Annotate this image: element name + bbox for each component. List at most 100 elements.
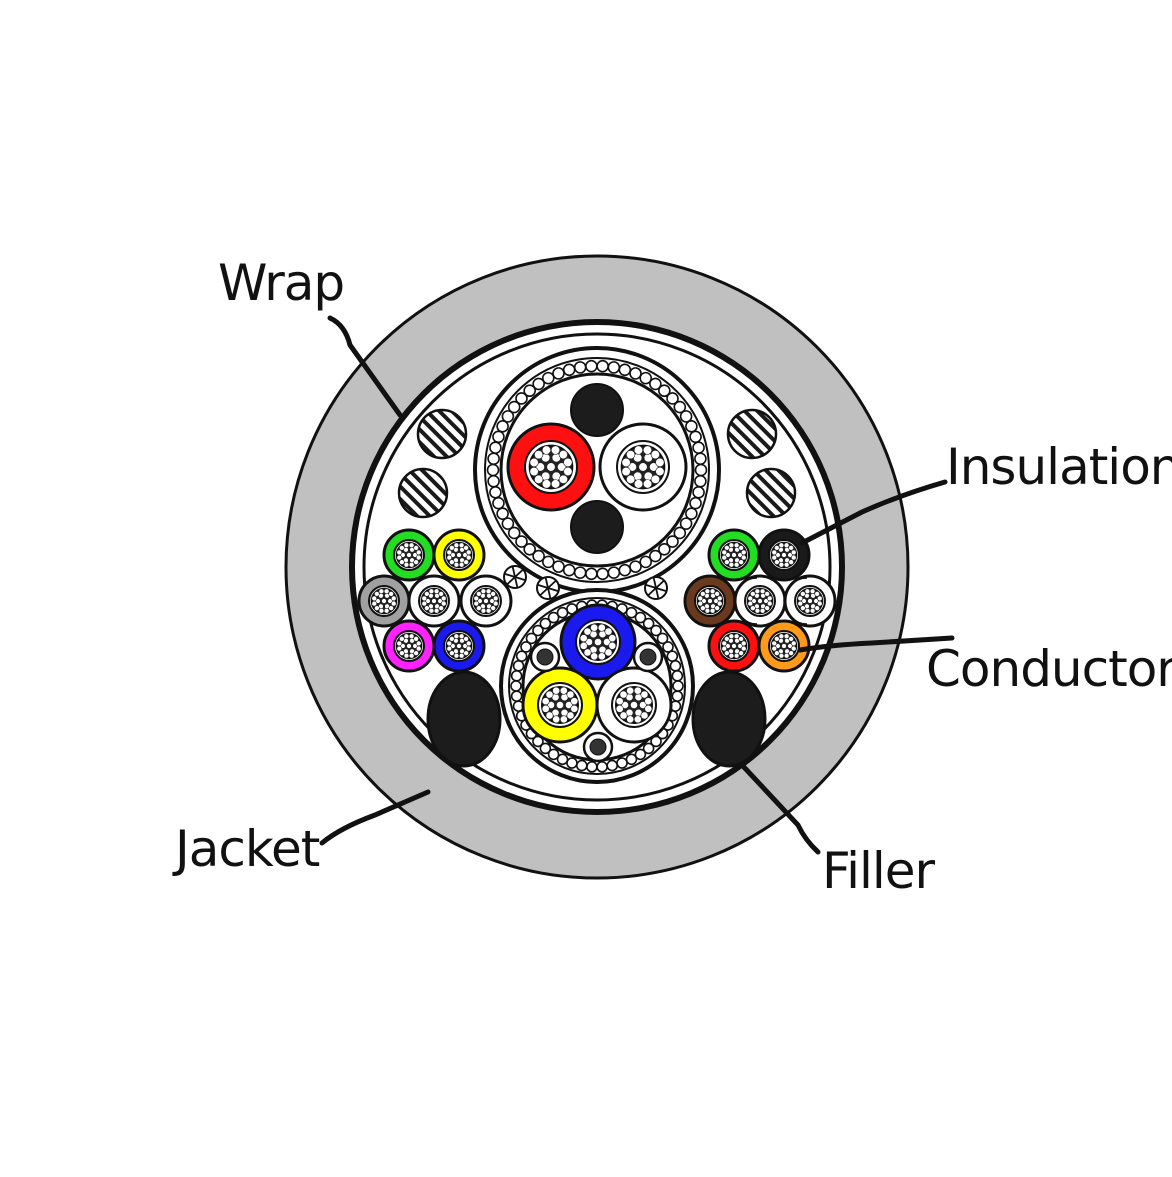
strand	[449, 545, 455, 551]
shield-strand	[596, 359, 609, 373]
lower-shielded-quad	[499, 588, 695, 784]
strand	[800, 605, 806, 611]
cable-body	[284, 254, 910, 880]
strand	[413, 650, 419, 656]
pair-inner	[499, 372, 695, 568]
strand	[413, 559, 419, 565]
strand	[783, 542, 790, 549]
strand	[697, 600, 704, 607]
strand	[490, 605, 496, 611]
wrap-leader	[327, 315, 403, 418]
strand	[766, 595, 773, 602]
upper-shielded-pair	[473, 346, 721, 594]
strand	[626, 686, 635, 695]
strand	[764, 591, 770, 597]
strand	[458, 652, 465, 659]
strand	[604, 648, 613, 657]
strand	[590, 623, 599, 632]
strand	[788, 636, 794, 642]
insulated-core	[521, 666, 599, 744]
strand	[438, 605, 444, 611]
strand	[440, 595, 447, 602]
insulated-core	[432, 619, 486, 673]
strand	[585, 638, 593, 646]
strand	[438, 591, 444, 597]
strand	[446, 640, 453, 647]
conductor-label: Conductor	[926, 640, 1172, 698]
strand	[721, 640, 728, 647]
strand	[583, 648, 592, 657]
strand	[390, 595, 397, 602]
strand	[778, 652, 785, 659]
strand	[733, 633, 740, 640]
strand	[788, 650, 794, 656]
red-stripe	[783, 577, 808, 625]
shield-strand	[532, 549, 545, 563]
strand	[541, 704, 550, 713]
strand	[440, 600, 447, 607]
strand	[408, 561, 415, 568]
drain-wire-line	[506, 568, 524, 586]
strand	[413, 545, 419, 551]
insulated-core	[707, 528, 761, 582]
strand	[559, 686, 568, 695]
strand	[597, 652, 606, 661]
leader-lines	[319, 315, 955, 855]
strand	[814, 591, 820, 597]
jacket-leader	[319, 789, 431, 846]
shield-strand	[507, 400, 521, 414]
hatched-filler	[397, 467, 449, 519]
strand	[403, 652, 410, 659]
strand	[733, 561, 740, 568]
strand	[621, 466, 631, 477]
small-core-center	[589, 738, 607, 756]
strand	[563, 466, 573, 477]
shield-strand	[562, 563, 576, 577]
strand	[781, 643, 787, 649]
strand	[485, 607, 492, 614]
shield-strand	[496, 420, 509, 433]
strand	[463, 545, 469, 551]
conductor-leader	[797, 635, 955, 653]
strand	[608, 634, 617, 643]
strand	[626, 474, 636, 484]
strand	[716, 600, 723, 607]
shield-strand	[547, 748, 560, 761]
strand	[381, 598, 387, 604]
strand	[766, 600, 773, 607]
strand	[406, 552, 412, 558]
strand	[547, 701, 555, 709]
shield-strand	[666, 535, 679, 548]
strand	[480, 588, 487, 595]
strand	[733, 542, 740, 549]
strand	[550, 479, 561, 489]
strand	[642, 445, 653, 455]
shield-strand	[639, 555, 653, 569]
pair-filler	[570, 500, 624, 554]
strand	[771, 554, 778, 561]
shield-strand	[539, 617, 552, 630]
strand	[655, 457, 665, 468]
strand	[800, 591, 806, 597]
strand	[809, 607, 816, 614]
strand	[579, 634, 588, 643]
strand	[396, 645, 403, 652]
shield-strand	[541, 555, 555, 569]
strand	[534, 474, 544, 484]
strand	[556, 701, 564, 709]
strand	[728, 652, 735, 659]
strand	[388, 605, 394, 611]
strand	[390, 600, 397, 607]
shield-strand	[515, 535, 528, 548]
shield-strand	[673, 526, 687, 540]
strand	[446, 645, 453, 652]
strand	[458, 542, 465, 549]
strand	[721, 549, 728, 556]
shield-strand	[501, 517, 515, 530]
strand	[408, 542, 415, 549]
strand	[374, 591, 380, 597]
strand	[774, 636, 780, 642]
strand	[721, 554, 728, 561]
shield-strand	[669, 660, 682, 672]
strand	[465, 645, 472, 652]
